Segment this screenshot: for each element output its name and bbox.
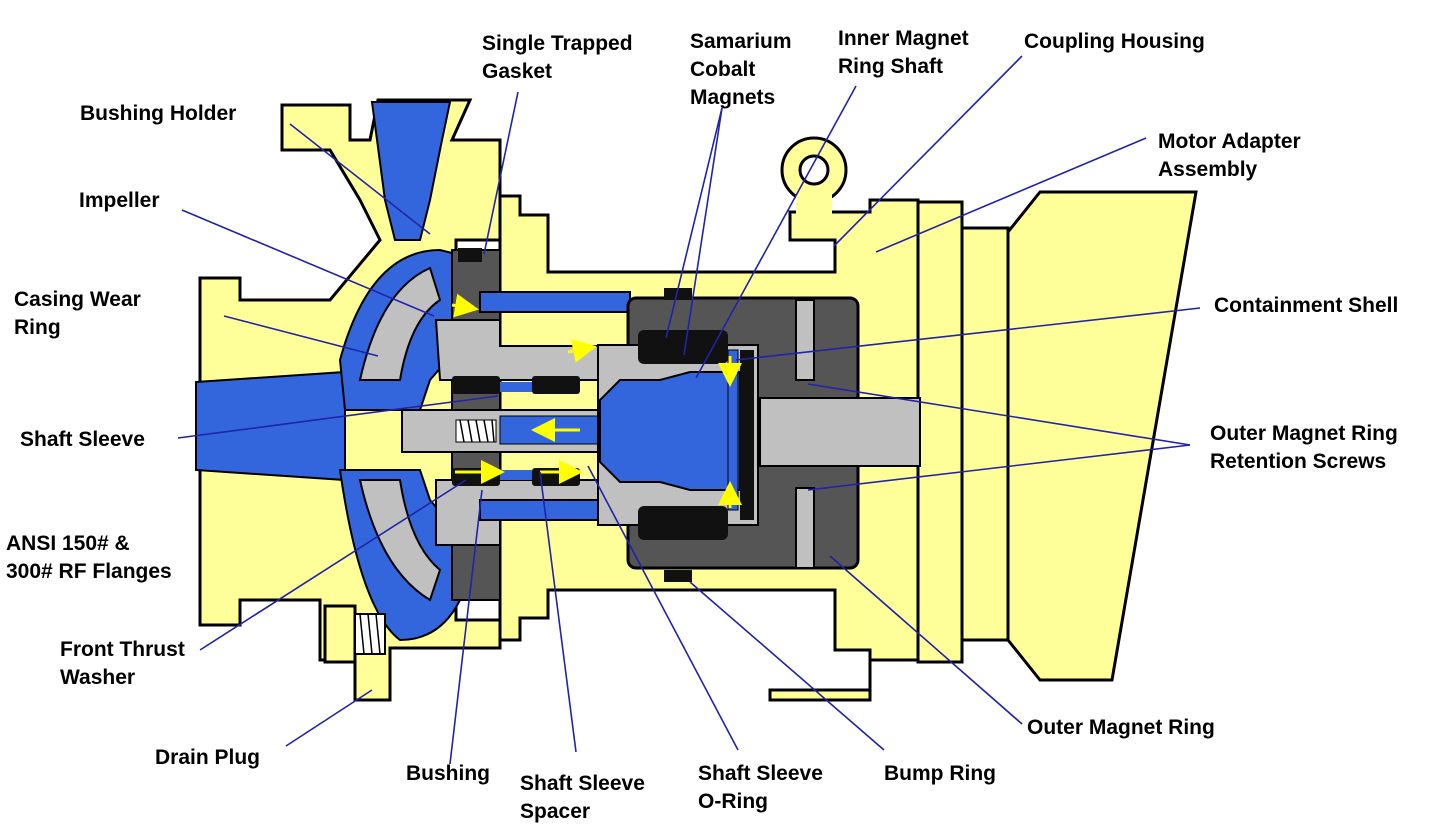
label-bushing-holder: Bushing Holder xyxy=(80,102,237,125)
motor-adapter-plate xyxy=(960,226,1010,642)
label-bump-ring: Bump Ring xyxy=(884,762,996,785)
impeller-shroud xyxy=(358,266,442,381)
label-shaft-sleeve: Shaft Sleeve xyxy=(20,428,145,451)
bushing-top-left xyxy=(452,376,500,394)
label-containment-shell: Containment Shell xyxy=(1214,294,1399,317)
label-bushing: Bushing xyxy=(406,762,490,785)
bump-ring-top xyxy=(664,288,692,300)
label-outer-magnet-ring: Outer Magnet Ring xyxy=(1027,716,1215,739)
motor-adapter-flange xyxy=(916,200,964,664)
inner-magnet-bottom xyxy=(638,506,728,540)
motor-shaft xyxy=(759,397,921,467)
leader-lines xyxy=(177,55,1201,765)
inner-magnet-rotor xyxy=(599,371,741,491)
label-impeller: Impeller xyxy=(79,189,160,212)
label-ansi-flanges: ANSI 150# &300# RF Flanges xyxy=(6,532,172,583)
bump-ring-bottom xyxy=(664,570,692,582)
flow-arrows xyxy=(451,293,742,508)
motor-adapter-cone xyxy=(1006,190,1198,682)
discharge-fluid xyxy=(370,101,452,241)
label-coupling-housing: Coupling Housing xyxy=(1024,30,1205,53)
inner-magnet-top xyxy=(638,330,728,364)
drain-plug-body xyxy=(323,604,357,664)
label-drain-plug: Drain Plug xyxy=(155,746,261,769)
